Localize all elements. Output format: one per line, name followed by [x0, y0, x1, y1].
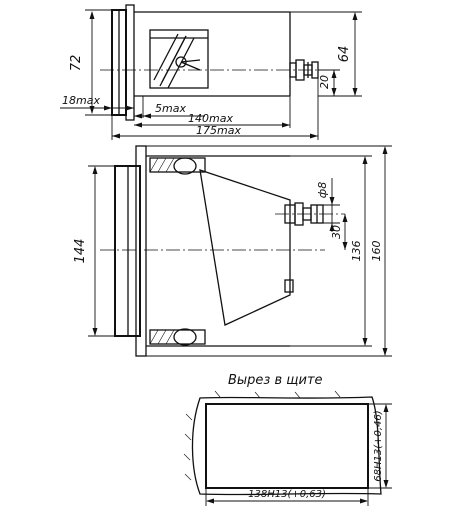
dim-144-label: 144 — [73, 239, 88, 264]
panel-outline — [191, 396, 382, 496]
dim-64-label: 64 — [337, 46, 352, 63]
cutout-height-label: 68H13(+0,46) — [373, 410, 384, 481]
cutout-rect — [205, 403, 369, 489]
lower-clamp — [149, 328, 206, 346]
dim-72-label: 72 — [69, 55, 84, 72]
dim-30-label: 30 — [330, 225, 343, 239]
lower-stud — [284, 279, 294, 293]
dim-18max-label: 18max — [62, 94, 100, 107]
top-clamp-window — [149, 29, 209, 89]
dim-160-label: 160 — [370, 241, 383, 262]
dim-20-label: 20 — [318, 75, 331, 89]
cutout-title: Вырез в щите — [228, 373, 323, 388]
top-view — [60, 4, 362, 140]
cutout-view — [183, 390, 392, 506]
front-view — [88, 145, 392, 357]
dim-140max-label: 140max — [188, 112, 233, 125]
dim-136-label: 136 — [350, 241, 363, 262]
dim-175max-label: 175max — [196, 124, 241, 137]
front-flange — [135, 145, 147, 357]
dim-diameter-8-label: ф8 — [316, 182, 329, 198]
clamp-screw — [153, 33, 201, 89]
cutout-width-label: 138H13(+0,63) — [248, 489, 326, 500]
dim-5max-label: 5max — [155, 102, 186, 115]
top-flange — [125, 4, 135, 121]
rear-taper — [199, 169, 291, 326]
upper-clamp — [149, 157, 206, 175]
